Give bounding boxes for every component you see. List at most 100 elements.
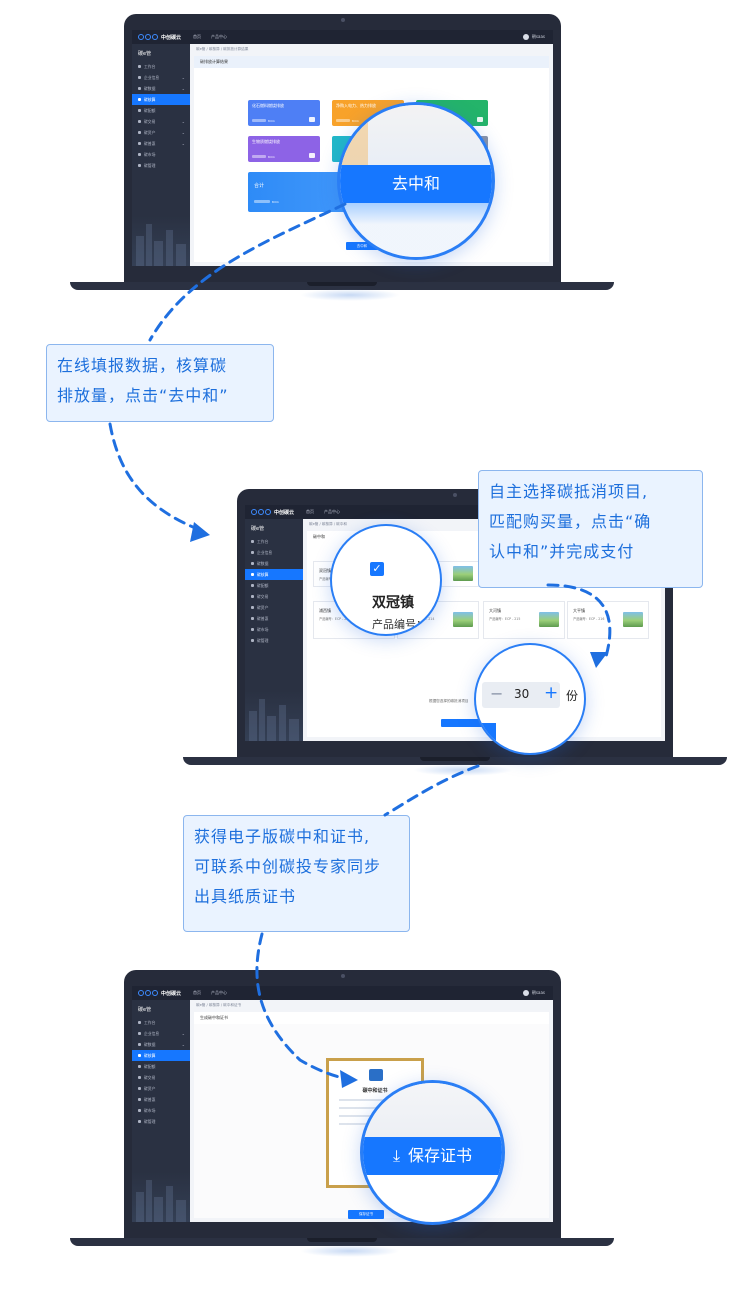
connector-2: [108, 422, 202, 532]
zoom-product-name: 双冠镇: [372, 595, 414, 611]
sidebar-item[interactable]: 碳数据⌄: [132, 83, 190, 94]
zoom-magnifier-quantity: − 30 + 份: [474, 643, 586, 755]
nav-home[interactable]: 首页: [193, 990, 202, 995]
factory-icon: [309, 153, 315, 158]
certificate-seal-icon: [369, 1069, 383, 1081]
avatar: [522, 34, 529, 40]
logo-icon: [138, 990, 158, 996]
zoom-magnifier-1: 去中和: [337, 102, 495, 260]
nav-home[interactable]: 首页: [306, 509, 315, 514]
brand-name: 中创碳云: [161, 990, 182, 997]
quantity-prompt: 根据您选择的碳抵消项目: [429, 699, 469, 703]
breadcrumb: 碳e管 / 碳核算 / 碳中和证书: [196, 1002, 242, 1007]
logo-icon: [251, 509, 271, 515]
base-glow: [300, 289, 400, 301]
skyline-decoration: [132, 1172, 190, 1222]
step-callout-1: 在线填报数据，核算碳 排放量，点击“去中和”: [46, 344, 274, 422]
chevron-down-icon: ⌄: [181, 1031, 185, 1036]
sidebar-item-active[interactable]: 碳核算: [132, 1050, 190, 1061]
sidebar: 碳e管 工作台 企业信息⌄ 碳数据⌄ 碳核算 碳配额 碳交易 碳资产 碳普惠 碳…: [132, 1000, 190, 1222]
confirm-button-small[interactable]: [441, 719, 489, 727]
sidebar-item[interactable]: 碳配额: [245, 580, 303, 591]
minus-icon[interactable]: −: [490, 684, 504, 703]
confirm-button[interactable]: [476, 723, 496, 753]
sidebar-item[interactable]: 碳配额: [132, 1061, 190, 1072]
quantity-stepper[interactable]: − 30 +: [482, 682, 560, 708]
sidebar-title: 碳e管: [138, 51, 152, 57]
logo: 中创碳云: [138, 34, 181, 41]
skyline-decoration: [132, 216, 190, 266]
sidebar-item[interactable]: 碳普惠: [132, 1094, 190, 1105]
camera-icon: [340, 18, 345, 22]
sidebar-item[interactable]: 碳数据⌄: [132, 1039, 190, 1050]
user-menu[interactable]: 朝saas: [522, 34, 545, 40]
avatar: [522, 990, 529, 996]
nav-products[interactable]: 产品中心: [211, 34, 228, 39]
user-name: 朝saas: [531, 990, 545, 995]
quantity-value[interactable]: 30: [514, 687, 530, 701]
user-menu[interactable]: 朝saas: [522, 990, 545, 996]
sidebar-item[interactable]: 碳管理: [132, 1116, 190, 1127]
sidebar-item[interactable]: 碳普惠⌄: [132, 138, 190, 149]
sidebar: 碳e管 工作台 企业信息 碳数据 碳核算 碳配额 碳交易 碳资产 碳普惠 碳市场…: [245, 519, 303, 741]
card-title: 生成碳中和证书: [194, 1012, 549, 1024]
sidebar-item[interactable]: 碳资产: [245, 602, 303, 613]
sidebar-item[interactable]: 工作台: [245, 536, 303, 547]
plus-icon[interactable]: +: [544, 683, 559, 703]
nav-products[interactable]: 产品中心: [211, 990, 228, 995]
checkbox-checked[interactable]: ✓: [370, 562, 384, 576]
logo: 中创碳云: [138, 990, 181, 997]
skyline-decoration: [245, 691, 303, 741]
nav-home[interactable]: 首页: [193, 34, 202, 39]
step-callout-2: 自主选择碳抵消项目, 匹配购买量，点击“确 认中和”并完成支付: [478, 470, 703, 588]
top-bar: 中创碳云 首页 产品中心 朝saas: [132, 30, 553, 44]
fire-icon: [309, 117, 315, 122]
sidebar-item-active[interactable]: 碳核算: [245, 569, 303, 580]
breadcrumb: 碳e管 / 碳核算 / 碳中和: [309, 521, 347, 526]
laptop-base: [183, 757, 727, 765]
logo: 中创碳云: [251, 509, 294, 516]
sidebar-item[interactable]: 碳市场: [132, 149, 190, 160]
zoom-magnifier-product: ✓ 双冠镇 产品编号：E: [330, 524, 442, 636]
landscape-image: [539, 612, 559, 627]
sidebar-item[interactable]: 企业信息: [245, 547, 303, 558]
step-callout-3: 获得电子版碳中和证书, 可联系中创碳投专家同步 出具纸质证书: [183, 815, 410, 932]
sidebar-item[interactable]: 碳配额: [132, 105, 190, 116]
sidebar-item[interactable]: 碳管理: [132, 160, 190, 171]
nav-products[interactable]: 产品中心: [324, 509, 341, 514]
top-bar: 中创碳云 首页 产品中心 朝saas: [132, 986, 553, 1000]
arrow-head-1: [190, 522, 210, 542]
quantity-unit: 份: [566, 689, 579, 703]
zoom-product-code: 产品编号：E: [372, 618, 434, 631]
sidebar-item[interactable]: 碳资产: [132, 1083, 190, 1094]
landscape-image: [453, 612, 473, 627]
logo-icon: [138, 34, 158, 40]
save-certificate-button[interactable]: ⤓保存证书: [363, 1137, 502, 1175]
sidebar-item[interactable]: 碳管理: [245, 635, 303, 646]
chevron-down-icon: ⌄: [181, 130, 185, 135]
sidebar-item[interactable]: 碳数据: [245, 558, 303, 569]
sidebar-item[interactable]: 企业信息⌄: [132, 1028, 190, 1039]
product-card[interactable]: 大平镇产品编号：ECP - 216: [567, 601, 649, 639]
user-name: 朝saas: [531, 34, 545, 39]
product-card[interactable]: 大河镇产品编号：ECP - 215: [483, 601, 565, 639]
sidebar-item[interactable]: 工作台: [132, 1017, 190, 1028]
sidebar-item[interactable]: 碳资产⌄: [132, 127, 190, 138]
neutralize-button[interactable]: 去中和: [340, 165, 492, 203]
sidebar-item[interactable]: 碳交易⌄: [132, 116, 190, 127]
sidebar-item[interactable]: 企业信息⌄: [132, 72, 190, 83]
brand-name: 中创碳云: [161, 34, 182, 41]
chevron-down-icon: ⌄: [181, 86, 185, 91]
sidebar-item[interactable]: 碳市场: [132, 1105, 190, 1116]
sidebar-item-active[interactable]: 碳核算: [132, 94, 190, 105]
base-glow: [413, 764, 513, 776]
save-certificate-button-small[interactable]: 保存证书: [348, 1210, 384, 1219]
sidebar-item[interactable]: 碳交易: [245, 591, 303, 602]
laptop-base: [70, 1238, 614, 1246]
sidebar-item[interactable]: 碳普惠: [245, 613, 303, 624]
chevron-down-icon: ⌄: [181, 75, 185, 80]
sidebar-item[interactable]: 碳交易: [132, 1072, 190, 1083]
sidebar-item[interactable]: 工作台: [132, 61, 190, 72]
sidebar-item[interactable]: 碳市场: [245, 624, 303, 635]
